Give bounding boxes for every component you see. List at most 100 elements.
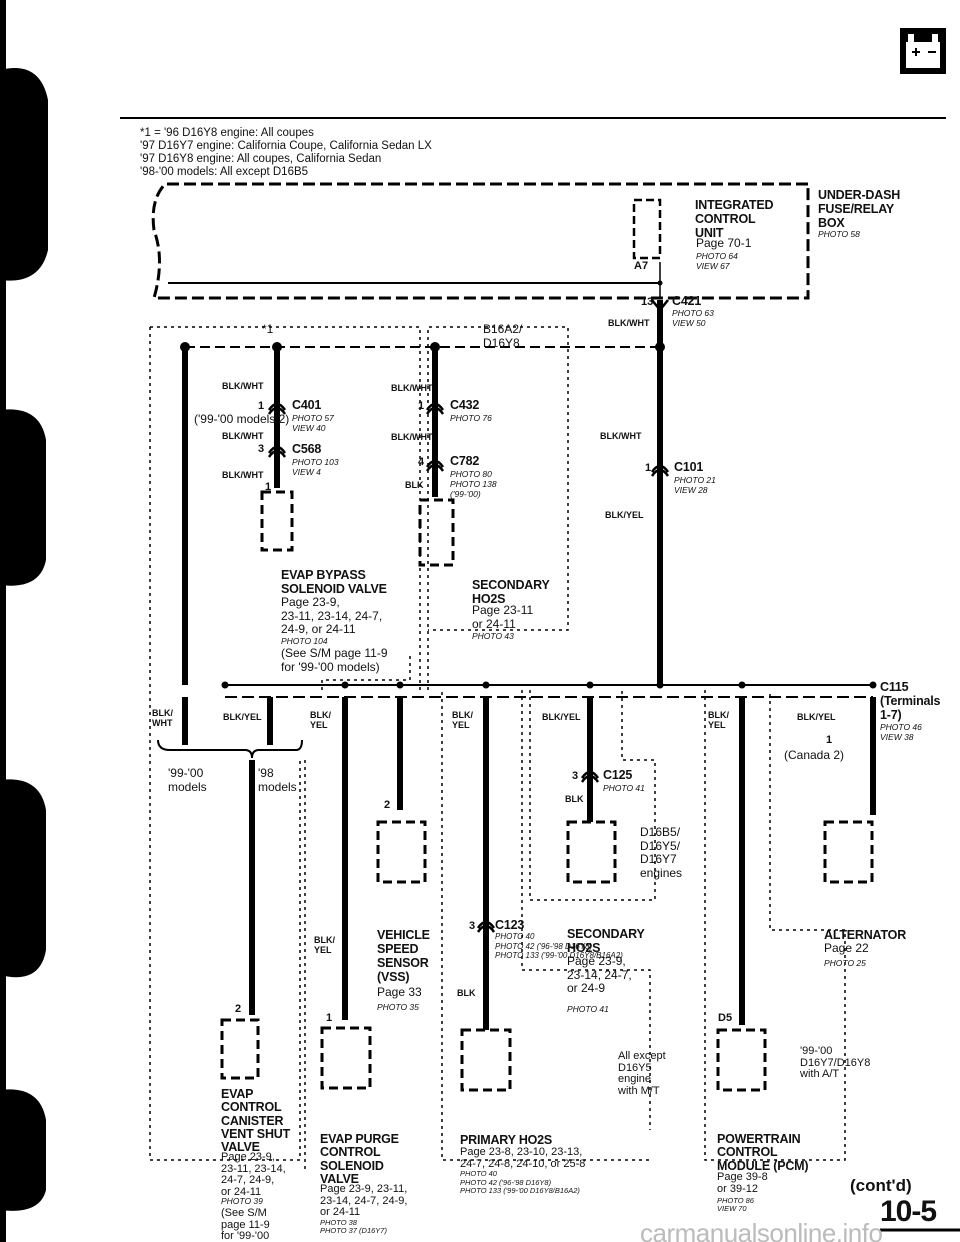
pcm-photo: PHOTO 86 VIEW 70 xyxy=(717,1196,754,1214)
c782-pin: 4 xyxy=(418,456,425,468)
primary-ho2s-page: Page 23-8, 23-10, 23-13, 24-7, 24-8, 24-… xyxy=(460,1146,586,1170)
wire-blkyel-pcm: BLK/ YEL xyxy=(708,710,729,731)
icu-title: INTEGRATED CONTROL UNIT xyxy=(695,198,774,241)
pcm-pin: D5 xyxy=(718,1012,733,1024)
c101-photo: PHOTO 21 VIEW 28 xyxy=(674,475,716,496)
c401-wire-in: BLK/WHT xyxy=(222,381,264,391)
c782-id: C782 xyxy=(450,454,480,468)
c432-wire-in: BLK/WHT xyxy=(391,383,433,393)
primary-ho2s-photo: PHOTO 40 PHOTO 42 ('96-'98 D16Y8) PHOTO … xyxy=(460,1169,580,1196)
continued-label: (cont'd) xyxy=(850,1176,912,1195)
battery-icon xyxy=(900,28,946,74)
c125-id: C125 xyxy=(603,768,633,782)
c101-wire-out: BLK/YEL xyxy=(605,510,644,520)
c401-pin: 1 xyxy=(258,400,265,412)
c568-photo: PHOTO 103 VIEW 4 xyxy=(292,457,339,478)
c782-wire-out: BLK xyxy=(405,480,424,490)
evap-canister-page: Page 23-9, 23-11, 23-14, 24-7, 24-9, or … xyxy=(221,1151,286,1198)
evap-canister-title: EVAP CONTROL CANISTER VENT SHUT VALVE xyxy=(221,1087,291,1154)
c123-photo: PHOTO 40 PHOTO 42 ('96-'98 D16Y8) PHOTO … xyxy=(495,932,623,961)
c568-wire-out: BLK/WHT xyxy=(222,470,264,480)
icu-pin: A7 xyxy=(634,260,649,272)
underdash-box-photo: PHOTO 58 xyxy=(818,229,860,239)
alternator-alt-pin: (Canada 2) xyxy=(784,748,845,762)
c125-photo: PHOTO 41 xyxy=(603,783,645,793)
alternator-photo: PHOTO 25 xyxy=(824,958,866,968)
evap-purge-title: EVAP PURGE CONTROL SOLENOID VALVE xyxy=(320,1132,399,1186)
c123-pin: 3 xyxy=(469,920,476,932)
page-number: 10-5 xyxy=(880,1195,937,1228)
wire-blkyel-vss: BLK/ YEL xyxy=(310,710,331,731)
alternator-pin: 1 xyxy=(826,734,833,746)
primary-ho2s-title: PRIMARY HO2S xyxy=(460,1133,553,1147)
evap-bypass-note: (See S/M page 11-9 for '99-'00 models) xyxy=(281,646,388,674)
evap-canister-pin: 2 xyxy=(235,1003,242,1015)
c421-pin: 13 xyxy=(641,296,654,308)
vss-title: VEHICLE SPEED SENSOR (VSS) xyxy=(377,928,430,985)
c432-id: C432 xyxy=(450,398,480,412)
c401-photo: PHOTO 57 VIEW 40 xyxy=(292,413,334,434)
c125-wire-out: BLK xyxy=(565,794,584,804)
wire-blkyel-primary: BLK/ YEL xyxy=(452,710,473,731)
wire-blkyel-alternator: BLK/YEL xyxy=(797,712,836,722)
binding-strip xyxy=(0,0,48,1242)
c401-wire-out: BLK/WHT xyxy=(222,431,264,441)
c421-id: C421 xyxy=(672,294,702,308)
icu-photo: PHOTO 64 VIEW 67 xyxy=(696,251,738,272)
evap-bypass-page: Page 23-9, 23-11, 23-14, 24-7, 24-9, or … xyxy=(281,595,383,637)
group-pcm-note: '99-'00 D16Y7/D16Y8 with A/T xyxy=(800,1045,871,1081)
evap-canister-photo: PHOTO 39 xyxy=(221,1196,263,1206)
c123-wire-out: BLK xyxy=(457,988,476,998)
group-all-except: All except D16Y5 engine with M/T xyxy=(618,1050,666,1097)
group-98-models: '98 models xyxy=(258,766,297,794)
evap-canister-note: (See S/M page 11-9 for '99-'00 models) xyxy=(221,1207,270,1242)
alternator-page: Page 22 xyxy=(824,941,869,955)
wire-blkyel-left: BLK/YEL xyxy=(223,712,262,722)
vss-page: Page 33 xyxy=(377,985,422,999)
vss-photo: PHOTO 35 xyxy=(377,1002,419,1012)
icu-page: Page 70-1 xyxy=(696,236,752,250)
alternator-title: ALTERNATOR xyxy=(824,928,907,942)
secondary-ho2s-1-title: SECONDARY HO2S xyxy=(472,578,550,607)
c401-alt-pin: ('99-'00 models 2) xyxy=(194,412,290,426)
pcm-page: Page 39-8 or 39-12 xyxy=(717,1171,768,1195)
group-star1: *1 xyxy=(262,322,274,336)
secondary-ho2s-2-photo: PHOTO 41 xyxy=(567,1004,609,1014)
c432-photo: PHOTO 76 xyxy=(450,413,492,423)
c101-pin: 1 xyxy=(645,462,652,474)
c115-id: C115 (Terminals 1-7) xyxy=(880,680,941,723)
c123-id: C123 xyxy=(495,918,525,932)
c115-photo: PHOTO 46 VIEW 38 xyxy=(880,722,922,743)
c421-photo: PHOTO 63 VIEW 50 xyxy=(672,308,714,329)
evap-purge-pin: 1 xyxy=(326,1012,333,1024)
c101-id: C101 xyxy=(674,460,704,474)
c432-pin: 1 xyxy=(418,400,425,412)
c421-wire: BLK/WHT xyxy=(608,318,650,328)
c401-id: C401 xyxy=(292,398,322,412)
c568-pin: 3 xyxy=(258,443,265,455)
evap-bypass-photo: PHOTO 104 xyxy=(281,636,328,646)
group-99-00-models: '99-'00 models xyxy=(168,766,207,794)
wire-blkyel-purge: BLK/ YEL xyxy=(314,935,335,956)
group-b16a2: B16A2/ D16Y8 xyxy=(483,322,523,350)
pcm-title: POWERTRAIN CONTROL MODULE (PCM) xyxy=(717,1132,809,1173)
c568-end-pin: 1 xyxy=(265,481,272,493)
secondary-ho2s-2-title: SECONDARY HO2S xyxy=(567,927,645,956)
c125-pin: 3 xyxy=(572,770,579,782)
vss-pin: 2 xyxy=(384,799,391,811)
evap-purge-photo: PHOTO 38 PHOTO 37 (D16Y7) xyxy=(320,1218,387,1236)
secondary-ho2s-2-page: Page 23-9, 23-14, 24-7, or 24-9 xyxy=(567,954,632,996)
footnote: *1 = '96 D16Y8 engine: All coupes '97 D1… xyxy=(140,127,432,178)
c568-id: C568 xyxy=(292,442,322,456)
evap-purge-page: Page 23-9, 23-11, 23-14, 24-7, 24-9, or … xyxy=(320,1183,408,1219)
c101-wire-in: BLK/WHT xyxy=(600,431,642,441)
watermark: carmanualsonline.info xyxy=(640,1218,883,1242)
c432-wire-out: BLK/WHT xyxy=(391,432,433,442)
underdash-box-title: UNDER-DASH FUSE/RELAY BOX xyxy=(818,188,901,231)
evap-bypass-title: EVAP BYPASS SOLENOID VALVE xyxy=(281,568,387,597)
secondary-ho2s-1-page: Page 23-11 or 24-11 xyxy=(472,603,534,631)
c782-photo: PHOTO 80 PHOTO 138 ('99-'00) xyxy=(450,469,497,500)
secondary-ho2s-1-photo: PHOTO 43 xyxy=(472,631,514,641)
